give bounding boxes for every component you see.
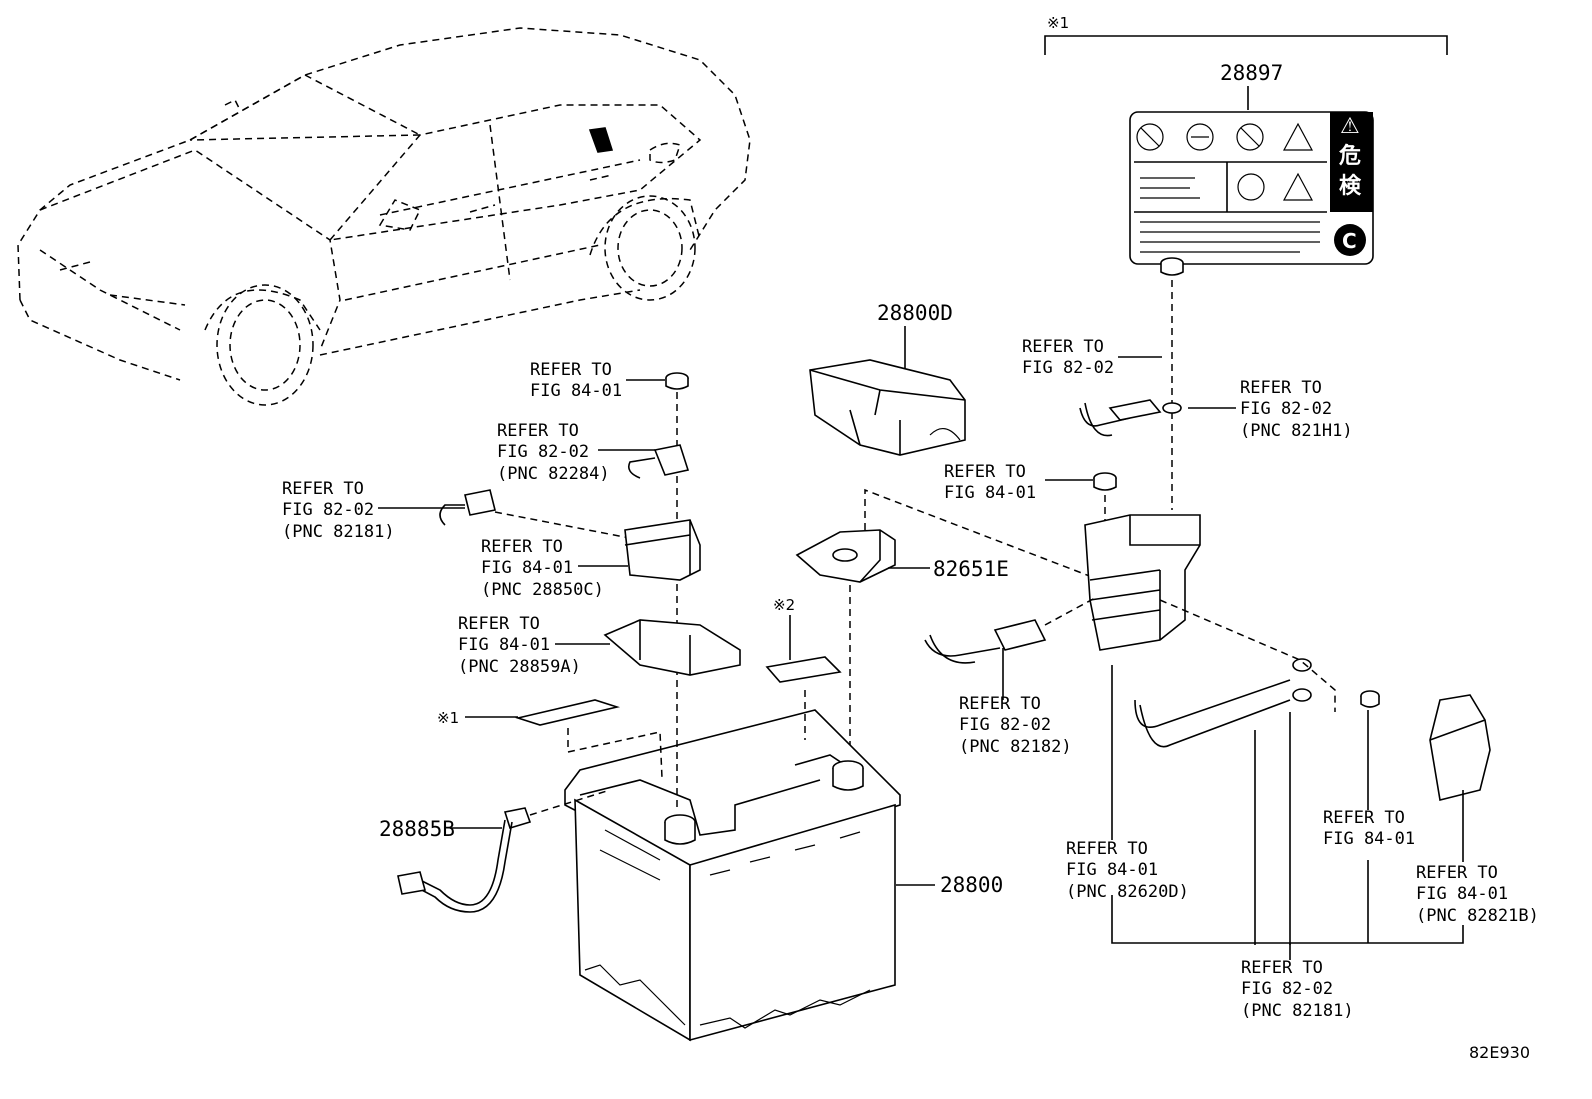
svg-text:(PNC 82284): (PNC 82284): [497, 464, 610, 484]
svg-text:FIG 84-01: FIG 84-01: [1066, 860, 1158, 880]
c-badge-icon: [1334, 224, 1366, 256]
sensor-28885B: 28885B: [379, 789, 611, 913]
svg-text:FIG 84-01: FIG 84-01: [944, 483, 1036, 503]
ref-pnc-28850C: REFER TO FIG 84-01 (PNC 28850C): [481, 537, 604, 600]
svg-text:REFER TO: REFER TO: [1416, 863, 1498, 883]
svg-text:REFER TO: REFER TO: [1066, 839, 1148, 859]
sticker-kome2: [765, 656, 842, 683]
ref-pnc-82284: REFER TO FIG 82-02 (PNC 82284): [497, 421, 610, 484]
svg-text:FIG 82-02: FIG 82-02: [1240, 399, 1332, 419]
svg-text:REFER TO: REFER TO: [530, 360, 612, 380]
svg-text:(PNC 82182): (PNC 82182): [959, 737, 1072, 757]
explosive-gas-icon: [1282, 122, 1314, 151]
svg-text:FIG 82-02: FIG 82-02: [1241, 979, 1333, 999]
svg-text:REFER TO: REFER TO: [481, 537, 563, 557]
part-number-28800: 28800: [940, 873, 1003, 897]
kome1-top: ※1: [1047, 14, 1069, 32]
keep-children-away-icon: [1236, 123, 1264, 151]
svg-text:REFER TO: REFER TO: [458, 614, 540, 634]
svg-text:FIG 84-01: FIG 84-01: [1416, 884, 1508, 904]
svg-text:FIG 82-02: FIG 82-02: [1022, 358, 1114, 378]
svg-text:REFER TO: REFER TO: [1241, 958, 1323, 978]
svg-text:REFER TO: REFER TO: [1323, 808, 1405, 828]
svg-text:REFER TO: REFER TO: [959, 694, 1041, 714]
svg-text:FIG 84-01: FIG 84-01: [530, 381, 622, 401]
ref-fig82-02-top-nut: REFER TO FIG 82-02: [1022, 337, 1114, 378]
ref-labels: REFER TO FIG 84-01 REFER TO FIG 82-02 (P…: [282, 337, 1539, 1021]
svg-text:(PNC 28859A): (PNC 28859A): [458, 657, 581, 677]
label-28897-group: ※1 28897 ⚠ 危 検 C: [1044, 14, 1448, 265]
ref-pnc-82181-bottom: REFER TO FIG 82-02 (PNC 82181): [1241, 958, 1354, 1021]
ref-pnc-82182: REFER TO FIG 82-02 (PNC 82182): [959, 694, 1072, 757]
svg-text:FIG 84-01: FIG 84-01: [458, 635, 550, 655]
svg-text:REFER TO: REFER TO: [497, 421, 579, 441]
no-fire-icon: [1136, 123, 1164, 151]
ref-fig84-01-right-nut: REFER TO FIG 84-01: [944, 462, 1036, 503]
right-terminal-stack: [924, 257, 1491, 801]
figure-id: 82E930: [1469, 1043, 1530, 1062]
kanji-danger: 危: [1339, 143, 1361, 169]
part-number-28885B: 28885B: [379, 817, 455, 841]
ref-pnc-821H1: REFER TO FIG 82-02 (PNC 821H1): [1240, 378, 1353, 441]
kome1-label: ※1: [437, 709, 459, 727]
svg-text:(PNC 82821B): (PNC 82821B): [1416, 906, 1539, 926]
ref-fig84-01-top-nut: REFER TO FIG 84-01: [530, 360, 622, 401]
eye-protection-icon: [1186, 123, 1214, 151]
kanji-inspect: 検: [1339, 173, 1362, 199]
ref-fig84-01-lower-nut: REFER TO FIG 84-01: [1323, 808, 1415, 849]
part-number-82651E: 82651E: [933, 557, 1009, 581]
warning-triangle-icon: ⚠: [1340, 114, 1360, 139]
svg-text:(PNC 28850C): (PNC 28850C): [481, 580, 604, 600]
ref-pnc-82821B: REFER TO FIG 84-01 (PNC 82821B): [1416, 863, 1539, 926]
clamp-82651E: 82651E: [795, 488, 1101, 745]
sticker-kome1: [514, 699, 621, 726]
warning-label-dark-strip: [1330, 112, 1373, 212]
part-number-28800D: 28800D: [877, 301, 953, 325]
svg-text:(PNC 82620D): (PNC 82620D): [1066, 882, 1189, 902]
svg-text:FIG 82-02: FIG 82-02: [959, 715, 1051, 735]
svg-text:(PNC 821H1): (PNC 821H1): [1240, 421, 1353, 441]
stickers: ※1 ※2: [437, 596, 842, 779]
ref-pnc-82181-left: REFER TO FIG 82-02 (PNC 82181): [282, 479, 395, 542]
corrosive-icon: [1282, 172, 1314, 201]
ref-pnc-82620D: REFER TO FIG 84-01 (PNC 82620D): [1066, 839, 1189, 902]
left-terminal-stack: [439, 372, 741, 810]
leader-lines: [378, 356, 1464, 960]
svg-text:(PNC 82181): (PNC 82181): [282, 522, 395, 542]
ref-pnc-28859A: REFER TO FIG 84-01 (PNC 28859A): [458, 614, 581, 677]
read-manual-icon: [1237, 173, 1265, 201]
svg-text:FIG 84-01: FIG 84-01: [481, 558, 573, 578]
svg-text:REFER TO: REFER TO: [1240, 378, 1322, 398]
kome2-label: ※2: [773, 596, 795, 614]
svg-text:REFER TO: REFER TO: [282, 479, 364, 499]
part-number-28897: 28897: [1220, 61, 1283, 85]
svg-text:FIG 84-01: FIG 84-01: [1323, 829, 1415, 849]
svg-text:(PNC 82181): (PNC 82181): [1241, 1001, 1354, 1021]
svg-text:REFER TO: REFER TO: [1022, 337, 1104, 357]
svg-text:FIG 82-02: FIG 82-02: [282, 500, 374, 520]
svg-text:FIG 82-02: FIG 82-02: [497, 442, 589, 462]
c-badge-text: C: [1342, 229, 1357, 253]
vehicle-outline: [17, 27, 751, 406]
cover-28800D: 28800D: [809, 301, 966, 456]
battery-28800: 28800: [564, 709, 1003, 1042]
svg-text:REFER TO: REFER TO: [944, 462, 1026, 482]
